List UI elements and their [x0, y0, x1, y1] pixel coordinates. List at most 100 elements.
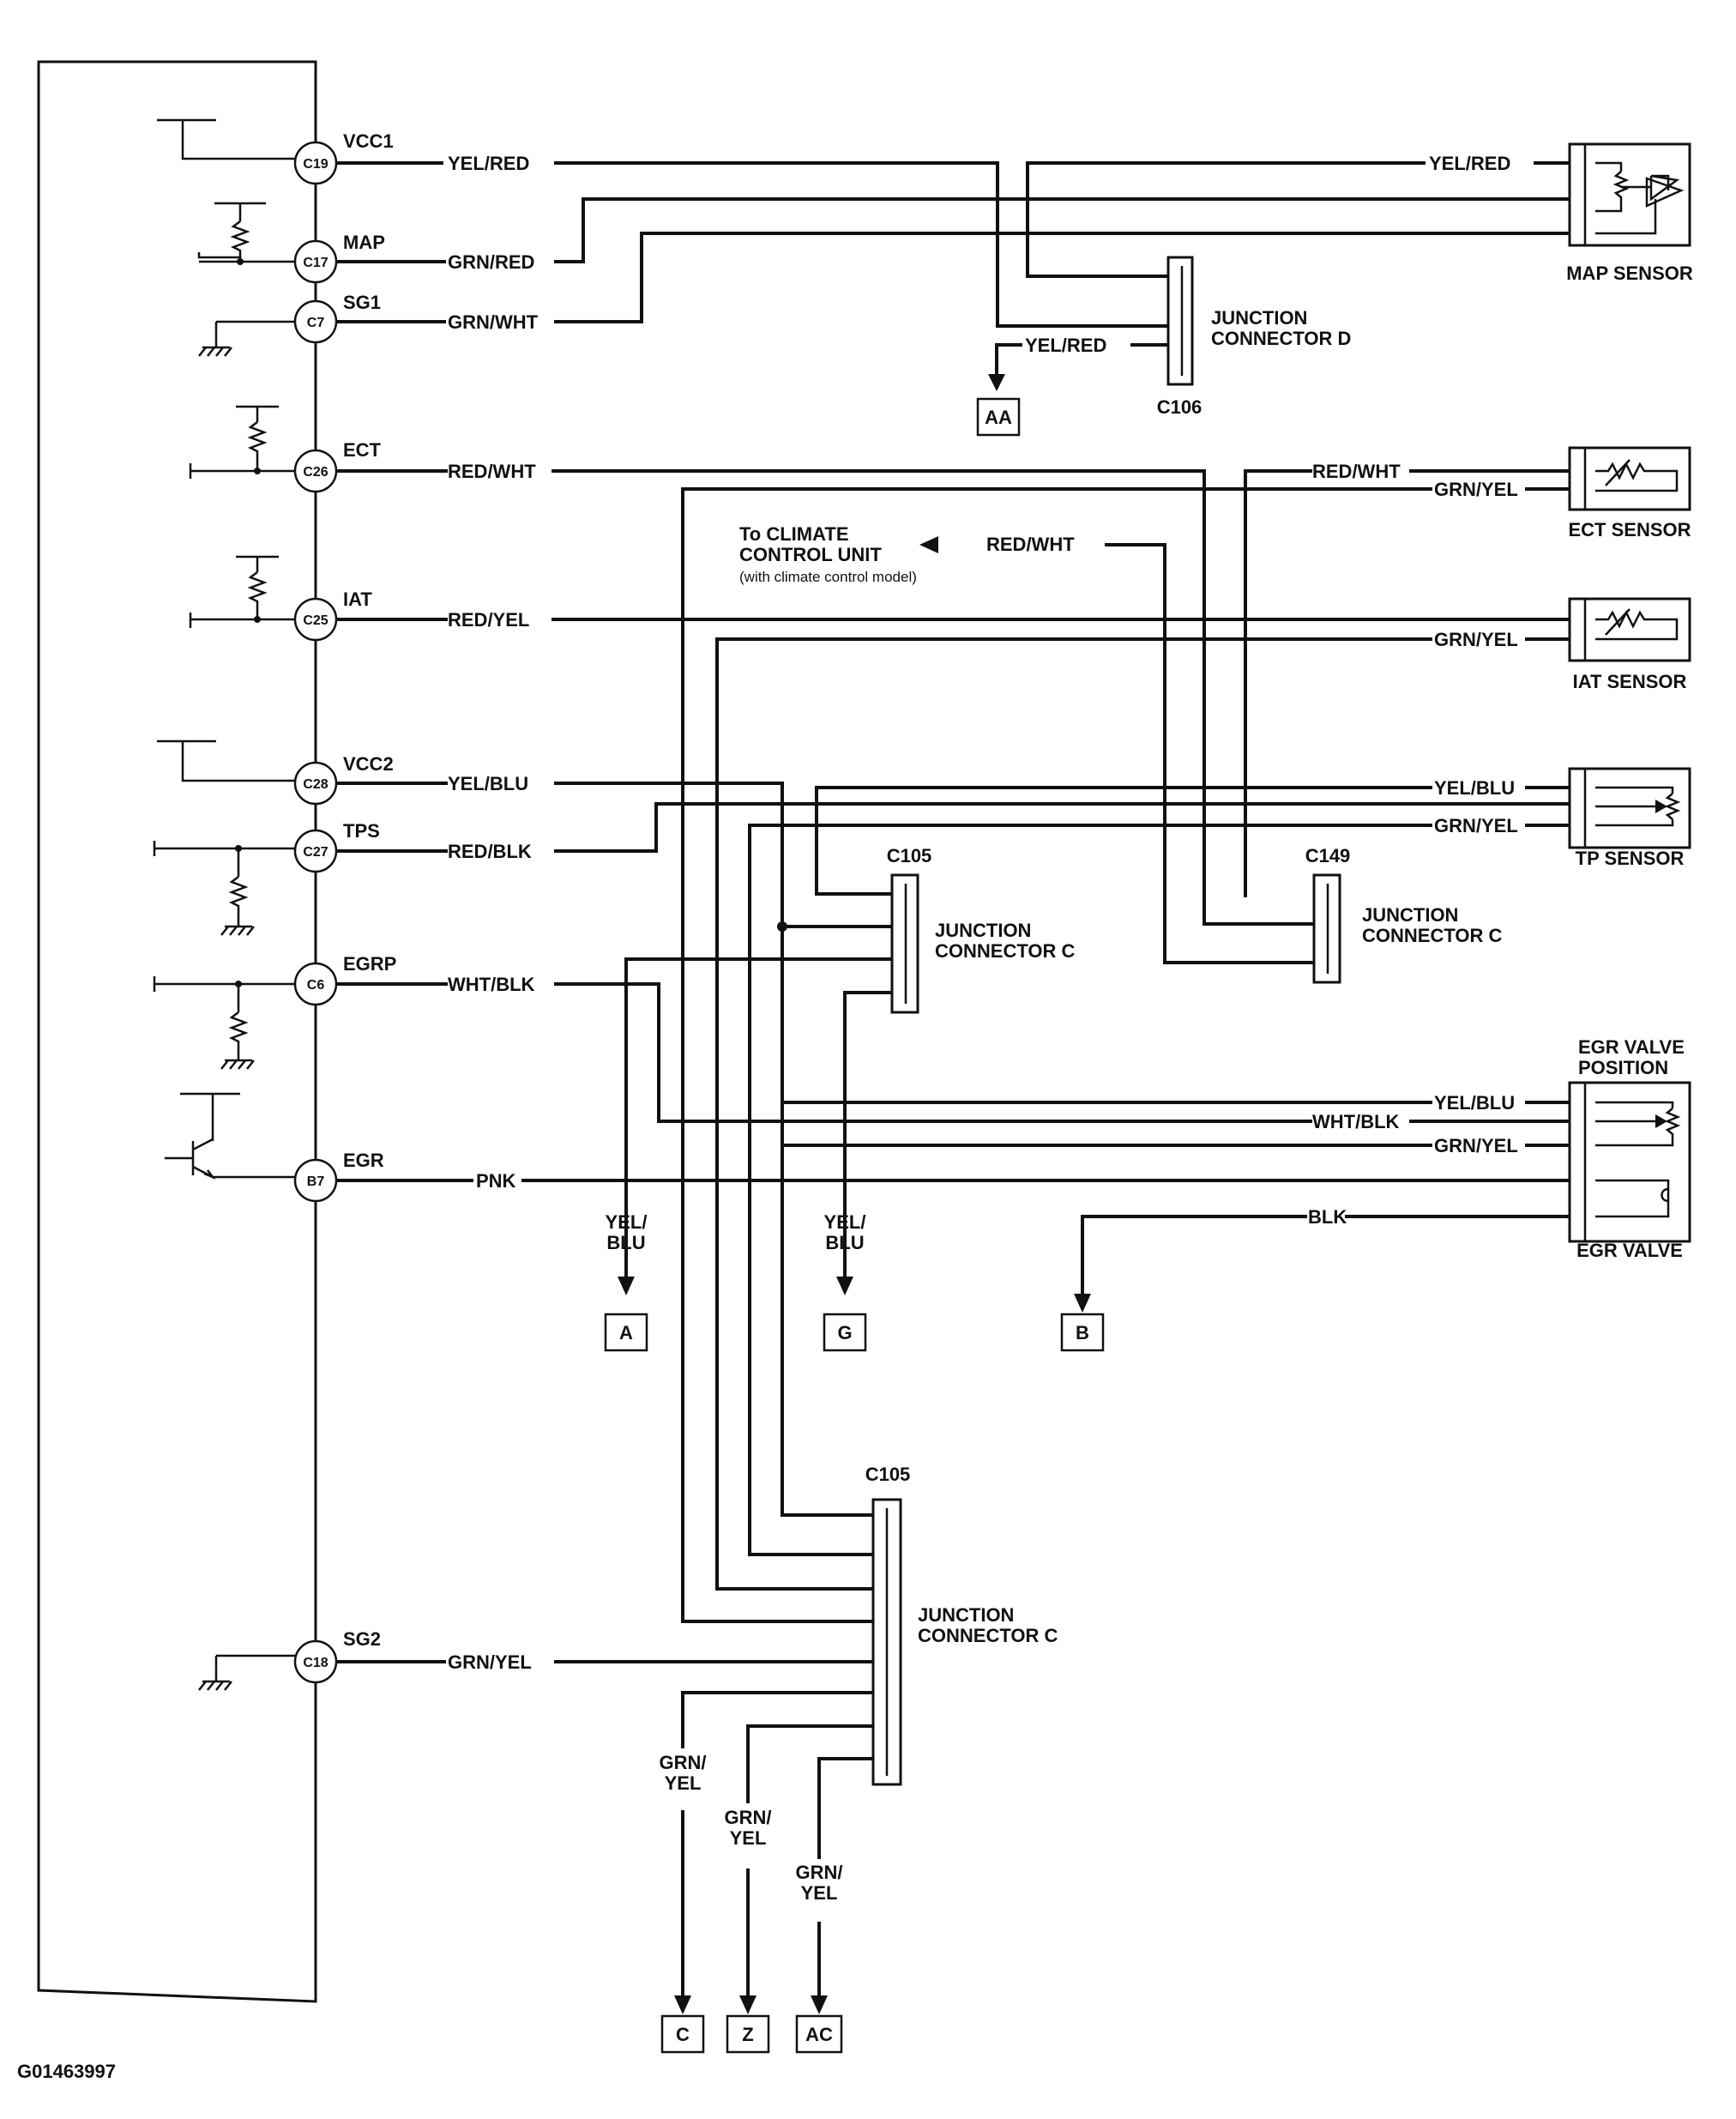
- drop-ac-wire-1: GRN/: [796, 1862, 843, 1883]
- map-sensor-label: MAP SENSOR: [1566, 263, 1693, 284]
- iat-sensor: IAT SENSOR: [1568, 597, 1691, 692]
- wire-label-c28: YEL/BLU: [448, 773, 528, 794]
- junction-c105b-id: C105: [865, 1464, 911, 1485]
- drop-ac-wire-2: YEL: [801, 1882, 838, 1904]
- terminal-z-label: Z: [742, 2024, 753, 2045]
- junction-d-line1: JUNCTION: [1211, 307, 1307, 329]
- pin-c17-label: C17: [303, 256, 328, 270]
- wire-label-iat-grnyel: GRN/YEL: [1434, 629, 1518, 650]
- wire-label-c18: GRN/YEL: [448, 1651, 532, 1673]
- junction-connector-d: JUNCTION CONNECTOR D C106 YEL/RED: [1025, 256, 1351, 418]
- terminal-c: [660, 2014, 705, 2054]
- figure-id: G01463997: [17, 2061, 116, 2082]
- junction-c149-line2: CONNECTOR C: [1362, 925, 1502, 946]
- terminal-boxes: AA A G B C Z AC: [604, 397, 1105, 2054]
- climate-control-note: To CLIMATE CONTROL UNIT (with climate co…: [739, 523, 1075, 585]
- ecm-body: [37, 60, 317, 2003]
- wire-label-map-yelred: YEL/RED: [1429, 153, 1510, 174]
- signal-tps: TPS: [343, 820, 380, 842]
- map-sensor: MAP SENSOR: [1566, 142, 1693, 284]
- drop-z-wire-2: YEL: [730, 1827, 767, 1849]
- drop-g-wire-1: YEL/: [824, 1211, 866, 1233]
- wire-label-c25: RED/YEL: [448, 609, 529, 631]
- terminal-c-label: C: [676, 2024, 690, 2045]
- terminal-a-label: A: [619, 1322, 633, 1343]
- ecm-pins: C19 C17 C7 C26 C25 C28 C27 C6 B7 C18: [293, 141, 338, 1684]
- junction-d-wire: YEL/RED: [1025, 335, 1106, 356]
- climate-line3: (with climate control model): [739, 569, 917, 585]
- iat-sensor-label: IAT SENSOR: [1573, 671, 1687, 692]
- wire-c19: [335, 161, 1170, 328]
- pin-b7: [293, 1158, 338, 1203]
- junction-connector-c105-lower: C105 JUNCTION CONNECTOR C: [865, 1464, 1058, 1786]
- pin-c26-label: C26: [303, 465, 328, 480]
- wire-label-egrp-grnyel: GRN/YEL: [1434, 1135, 1518, 1156]
- signal-egr: EGR: [343, 1150, 384, 1171]
- signal-sg1: SG1: [343, 292, 381, 313]
- pin-c26: [293, 449, 338, 493]
- wire-label-c6: WHT/BLK: [448, 974, 535, 995]
- tp-sensor-label: TP SENSOR: [1576, 848, 1685, 869]
- ecm-internal-circuits: [153, 118, 300, 1691]
- drop-a-wire-2: BLU: [606, 1232, 645, 1253]
- wire-label-tp-yelblu: YEL/BLU: [1434, 777, 1515, 799]
- drop-c-wire-2: YEL: [665, 1772, 702, 1794]
- arrowheads: [618, 374, 1091, 2014]
- climate-line1: To CLIMATE: [739, 523, 849, 545]
- ect-sensor: ECT SENSOR: [1568, 446, 1691, 540]
- wire-labels-sensors: YEL/RED RED/WHT GRN/YEL GRN/YEL YEL/BLU …: [1308, 153, 1518, 1228]
- climate-wire: RED/WHT: [986, 534, 1075, 555]
- wiring: [335, 161, 1571, 2001]
- junction-c105a-line1: JUNCTION: [935, 920, 1031, 941]
- junction-d-line2: CONNECTOR D: [1211, 328, 1351, 349]
- junction-c105b-line1: JUNCTION: [918, 1604, 1014, 1626]
- signal-sg2: SG2: [343, 1628, 381, 1650]
- junction-c105a-id: C105: [887, 845, 932, 866]
- egr-pos-label-2: POSITION: [1578, 1057, 1668, 1078]
- wire-label-egrp-whtblk: WHT/BLK: [1312, 1111, 1400, 1132]
- pin-c7-label: C7: [307, 316, 325, 330]
- junction-c149-line1: JUNCTION: [1362, 904, 1458, 926]
- terminal-ac-label: AC: [805, 2024, 833, 2045]
- pin-c28: [293, 761, 338, 806]
- terminal-g-label: G: [837, 1322, 852, 1343]
- signal-vcc2: VCC2: [343, 753, 394, 775]
- wire-label-egr-blk: BLK: [1308, 1206, 1347, 1228]
- junction-connector-c149: C149 JUNCTION CONNECTOR C: [1305, 845, 1502, 984]
- wire-label-ect-grnyel: GRN/YEL: [1434, 479, 1518, 500]
- egr-pos-label-1: EGR VALVE: [1578, 1036, 1685, 1058]
- junction-c105b-line2: CONNECTOR C: [918, 1625, 1058, 1646]
- signal-map: MAP: [343, 232, 385, 253]
- drop-z-wire-1: GRN/: [725, 1807, 772, 1828]
- ect-sensor-label: ECT SENSOR: [1568, 519, 1691, 540]
- terminal-aa-label: AA: [985, 407, 1012, 428]
- terminal-b: [1060, 1313, 1105, 1352]
- signal-names: VCC1 MAP SG1 ECT IAT VCC2 TPS EGRP EGR S…: [343, 130, 396, 1650]
- pin-c6: [293, 962, 338, 1006]
- tp-sensor: TP SENSOR: [1568, 767, 1691, 869]
- pin-c25: [293, 597, 338, 642]
- drop-a-wire-1: YEL/: [606, 1211, 648, 1233]
- pin-b7-label: B7: [307, 1174, 325, 1189]
- wire-label-c27: RED/BLK: [448, 841, 532, 862]
- signal-ect: ECT: [343, 439, 382, 461]
- wire-label-c26: RED/WHT: [448, 461, 536, 482]
- terminal-a: [604, 1313, 648, 1352]
- signal-vcc1: VCC1: [343, 130, 394, 152]
- terminal-b-label: B: [1076, 1322, 1089, 1343]
- drop-wire-labels: YEL/ BLU YEL/ BLU GRN/ YEL GRN/ YEL GRN/…: [606, 1211, 866, 1904]
- pin-c17: [293, 239, 338, 284]
- pin-c18: [293, 1639, 338, 1684]
- pin-c19: [293, 141, 338, 185]
- signal-egrp: EGRP: [343, 953, 396, 975]
- pin-c7: [293, 299, 338, 344]
- wire-label-egrp-yelblu: YEL/BLU: [1434, 1092, 1515, 1114]
- wire-label-b7: PNK: [476, 1170, 516, 1192]
- wire-label-tp-grnyel: GRN/YEL: [1434, 815, 1518, 836]
- terminal-aa: [976, 397, 1021, 437]
- junction-d-id: C106: [1157, 396, 1203, 418]
- wire-label-c19: YEL/RED: [448, 153, 529, 174]
- wire-labels-ecm: YEL/RED GRN/RED GRN/WHT RED/WHT RED/YEL …: [448, 153, 539, 1673]
